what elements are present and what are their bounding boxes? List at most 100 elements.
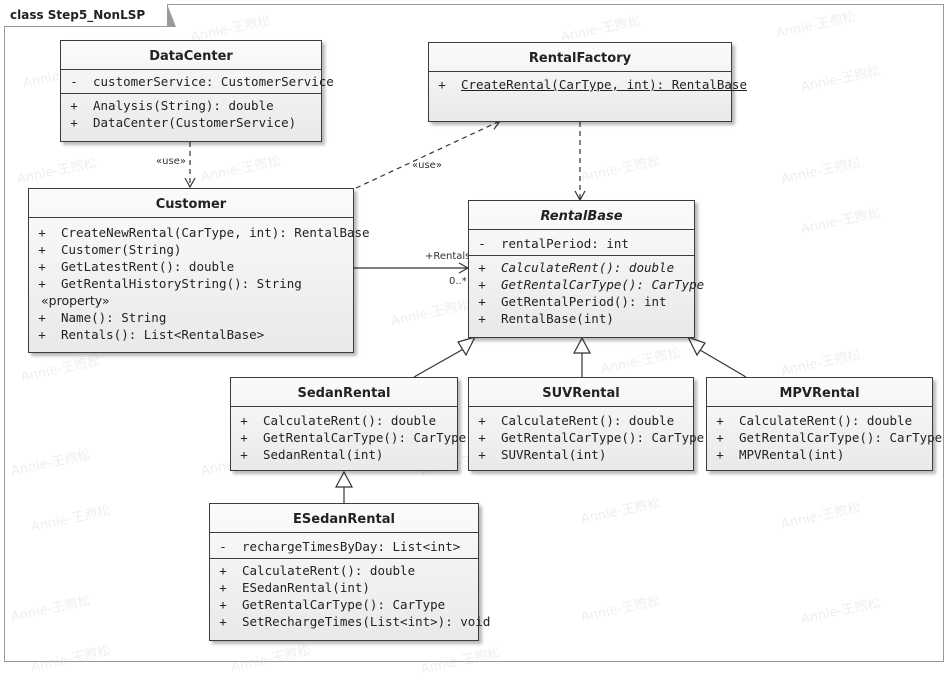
attribute-text: rechargeTimesByDay: List<int> [242, 539, 461, 554]
operation-row: + DataCenter(CustomerService) [61, 114, 321, 131]
operation-text: SetRechargeTimes(List<int>): void [242, 614, 491, 629]
visibility-marker: + [716, 430, 724, 445]
diagram-frame [4, 4, 944, 662]
generalization-mpv-line [699, 349, 747, 378]
class-rentalfactory[interactable]: RentalFactory +CreateRental(CarType, int… [428, 42, 747, 122]
generalization-sedan-line [413, 346, 468, 378]
operation-text: GetRentalCarType(): CarType [501, 277, 705, 292]
class-rentalbase[interactable]: RentalBase -rentalPeriod: int + Calculate… [468, 200, 704, 338]
visibility-marker: + [478, 311, 486, 326]
visibility-marker: + [70, 115, 78, 130]
operations-compartment: + CreateRental(CarType, int): RentalBase [429, 71, 747, 96]
visibility-marker: + [38, 225, 46, 240]
attribute-row: -rentalPeriod: int [469, 235, 694, 252]
class-mpvrental[interactable]: MPVRental + CalculateRent(): double + GetR… [706, 377, 942, 471]
class-name: SUVRental [542, 386, 620, 401]
operation-row: + CalculateRent(): double [707, 412, 932, 429]
operation-text: GetLatestRent(): double [61, 259, 235, 274]
class-name: RentalBase [540, 209, 623, 224]
operation-text: GetRentalCarType(): CarType [501, 430, 705, 445]
operation-text: CreateRental(CarType, int): RentalBase [461, 77, 747, 92]
operation-text: Customer(String) [61, 242, 182, 257]
operation-row: +GetRentalCarType(): CarType [210, 596, 478, 613]
property-stereotype: «property» [41, 293, 110, 308]
visibility-marker: + [478, 260, 486, 275]
operation-row: +SedanRental(int) [231, 446, 457, 463]
class-customer[interactable]: Customer + CreateNewRental(CarType, int):… [28, 188, 370, 353]
operation-text: GetRentalPeriod(): int [501, 294, 667, 309]
operation-row: + GetLatestRent(): double [29, 258, 353, 275]
class-name: MPVRental [779, 386, 860, 401]
attributes-compartment: -customerService: CustomerService [61, 69, 334, 93]
visibility-marker: + [716, 413, 724, 428]
operation-row: + CalculateRent(): double [469, 259, 694, 276]
visibility-marker: + [438, 77, 446, 92]
operation-row: +GetRentalCarType(): CarType [469, 429, 704, 446]
operations-compartment: + CreateNewRental(CarType, int): RentalBa… [29, 217, 370, 346]
operation-text: MPVRental(int) [739, 447, 845, 462]
operation-row: +GetRentalHistoryString(): String [29, 275, 353, 292]
use-label-factory: «use» [412, 160, 442, 171]
multiplicity-label: 0..* [449, 276, 467, 287]
attributes-compartment: -rentalPeriod: int [469, 229, 694, 255]
attribute-text: rentalPeriod: int [501, 236, 629, 251]
generalization-esedan-arrowhead [335, 470, 353, 488]
class-name: Customer [155, 197, 227, 212]
operations-compartment: + CalculateRent(): double +GetRentalCarTy… [231, 406, 466, 466]
class-name: DataCenter [149, 49, 233, 64]
class-sedanrental[interactable]: SedanRental +CalculateRent(): double +Ge… [230, 377, 466, 471]
operation-row: +GetRentalCarType(): CarType [231, 429, 466, 446]
operation-row: +Analysis(String): double [61, 97, 321, 114]
visibility-marker: + [716, 447, 724, 462]
class-datacenter[interactable]: DataCenter -customerService: CustomerSer… [60, 40, 334, 142]
visibility-marker: + [219, 580, 227, 595]
operation-text: CalculateRent(): double [501, 413, 675, 428]
visibility-marker: + [38, 276, 46, 291]
operation-row: + GetRentalCarType(): CarType [469, 276, 704, 293]
visibility-marker: + [478, 294, 486, 309]
operation-text: SUVRental(int) [501, 447, 607, 462]
attribute-row: -customerService: CustomerService [61, 73, 334, 90]
operation-text: Analysis(String): double [93, 98, 274, 113]
visibility-marker: + [38, 242, 46, 257]
class-suvrental[interactable]: SUVRental +CalculateRent(): double +GetR… [468, 377, 704, 471]
visibility-marker: + [38, 259, 46, 274]
operation-text: RentalBase(int) [501, 311, 614, 326]
visibility-marker: + [38, 310, 46, 325]
operation-text: CalculateRent(): double [263, 413, 437, 428]
operations-compartment: +Analysis(String): double + DataCenter(Cu… [61, 93, 321, 134]
operation-row: + ESedanRental(int) [210, 579, 478, 596]
operation-row: + SetRechargeTimes(List<int>): void [210, 613, 490, 630]
property-text: Rentals(): List<RentalBase> [61, 327, 265, 342]
operation-row: + CreateNewRental(CarType, int): RentalBa… [29, 224, 369, 241]
operation-row: + CalculateRent(): double [469, 412, 693, 429]
property-row: + Rentals(): List<RentalBase> [29, 326, 353, 343]
dependency-customer-rentalfactory [355, 119, 502, 189]
attribute-row: -rechargeTimesByDay: List<int> [210, 538, 478, 555]
operation-text: ESedanRental(int) [242, 580, 370, 595]
visibility-marker: + [240, 413, 248, 428]
operation-text: GetRentalCarType(): CarType [739, 430, 943, 445]
visibility-marker: + [38, 327, 46, 342]
operation-text: CalculateRent(): double [501, 260, 675, 275]
operation-text: CalculateRent(): double [739, 413, 913, 428]
visibility-marker: + [219, 614, 227, 629]
operation-text: DataCenter(CustomerService) [93, 115, 297, 130]
visibility-marker: + [219, 597, 227, 612]
visibility-marker: + [478, 447, 486, 462]
operation-text: CreateNewRental(CarType, int): RentalBas… [61, 225, 370, 240]
visibility-marker: + [478, 413, 486, 428]
operation-row: + MPVRental(int) [707, 446, 932, 463]
attributes-compartment: -rechargeTimesByDay: List<int> [210, 532, 478, 558]
class-esedanrental[interactable]: ESedanRental -rechargeTimesByDay: List<i… [209, 503, 490, 641]
frame-title: class Step5_NonLSP [4, 4, 177, 27]
operation-row: +CalculateRent(): double [210, 562, 478, 579]
class-name: ESedanRental [293, 512, 395, 527]
generalization-sedan-arrowhead [457, 336, 477, 357]
operations-compartment: + CalculateRent(): double + GetRentalCarTy… [707, 406, 942, 466]
operations-compartment: +CalculateRent(): double +GetRentalCarTy… [469, 406, 704, 466]
visibility-marker: + [478, 277, 486, 292]
operation-text: CalculateRent(): double [242, 563, 416, 578]
